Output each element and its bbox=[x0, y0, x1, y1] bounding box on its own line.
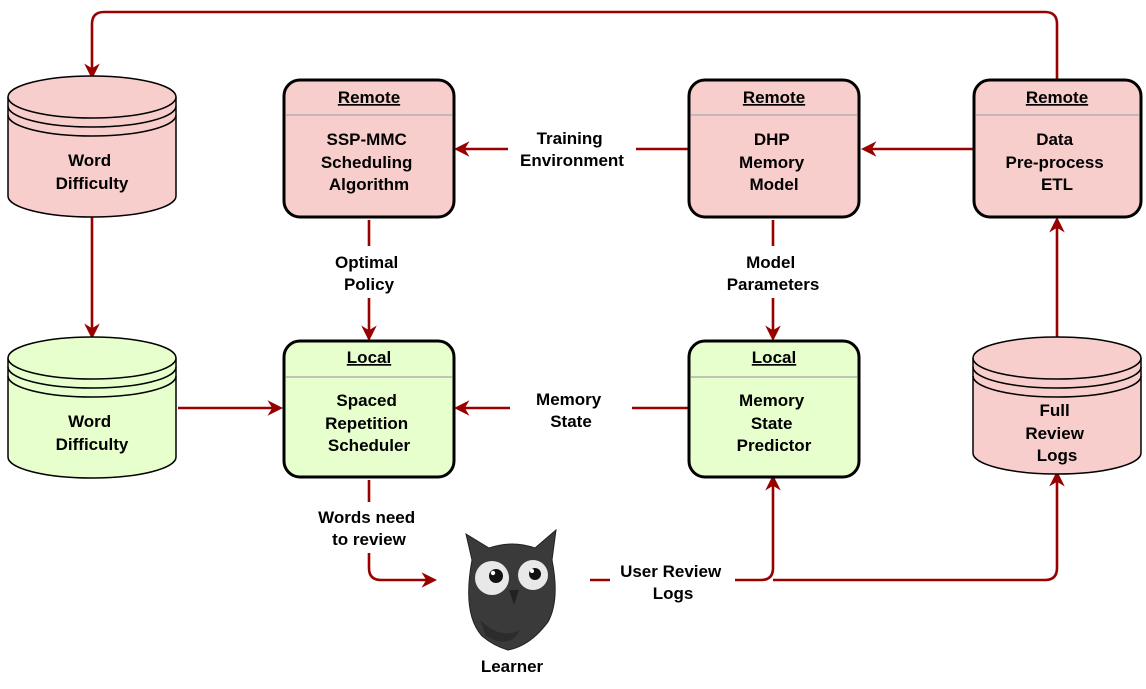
label-optimal-policy: Optimal Policy bbox=[335, 253, 403, 294]
node-etl-label: Data Pre-process ETL bbox=[1005, 130, 1108, 194]
edge-etl-to-word-difficulty bbox=[84, 10, 1059, 80]
node-etl: Remote Data Pre-process ETL bbox=[972, 78, 1143, 219]
node-predictor-label: Memory State Predictor bbox=[737, 391, 812, 455]
label-training-environment: Training Environment bbox=[520, 129, 624, 170]
db-full-review-logs-label: Full Review Logs bbox=[1025, 401, 1088, 465]
label-user-review-logs: User Review Logs bbox=[620, 562, 726, 603]
node-dhp-label: DHP Memory Model bbox=[739, 130, 809, 194]
node-etl-tag: Remote bbox=[1026, 88, 1088, 107]
db-word-difficulty-local: Word Difficulty bbox=[7, 336, 177, 479]
node-ssp-mmc: Remote SSP-MMC Scheduling Algorithm bbox=[282, 78, 456, 219]
node-spaced-repetition-scheduler: Local Spaced Repetition Scheduler bbox=[282, 339, 456, 479]
learner: Learner bbox=[465, 528, 557, 676]
edge-labels: Training Environment Optimal Policy Mode… bbox=[318, 129, 819, 603]
db-word-difficulty-local-label: Word Difficulty bbox=[56, 412, 129, 454]
label-model-parameters: Model Parameters bbox=[727, 253, 820, 294]
node-scheduler-tag: Local bbox=[347, 348, 391, 367]
label-words-need-to-review: Words need to review bbox=[318, 508, 420, 549]
edge-words-to-review-bottom bbox=[367, 553, 438, 588]
edge-user-review-logs-to-predictor bbox=[735, 474, 781, 582]
node-dhp-memory-model: Remote DHP Memory Model bbox=[687, 78, 861, 219]
db-word-difficulty-remote: Word Difficulty bbox=[7, 75, 177, 218]
node-dhp-tag: Remote bbox=[743, 88, 805, 107]
node-scheduler-label: Spaced Repetition Scheduler bbox=[325, 391, 413, 455]
db-full-review-logs: Full Review Logs bbox=[972, 336, 1142, 475]
db-word-difficulty-remote-label: Word Difficulty bbox=[56, 151, 129, 193]
node-memory-state-predictor: Local Memory State Predictor bbox=[687, 339, 861, 479]
label-memory-state: Memory State bbox=[536, 390, 606, 431]
node-predictor-tag: Local bbox=[752, 348, 796, 367]
edges bbox=[84, 10, 1065, 588]
node-ssp-mmc-tag: Remote bbox=[338, 88, 400, 107]
learner-label: Learner bbox=[481, 657, 544, 676]
node-ssp-mmc-label: SSP-MMC Scheduling Algorithm bbox=[321, 130, 417, 194]
owl-icon bbox=[465, 528, 557, 651]
edge-user-review-logs-to-full-logs bbox=[773, 470, 1065, 582]
